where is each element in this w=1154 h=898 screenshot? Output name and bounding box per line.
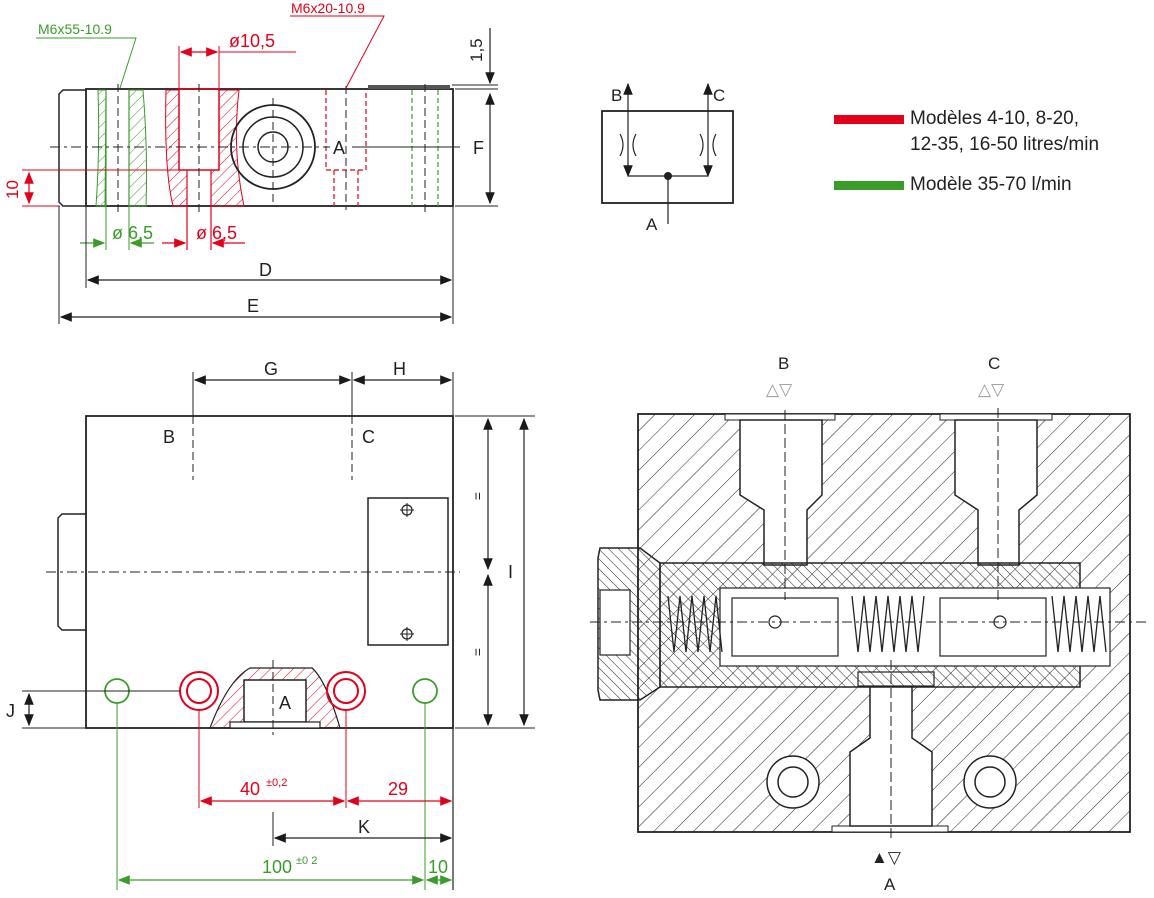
section-port-a: A bbox=[884, 875, 896, 894]
dim-100-label: 100 bbox=[262, 857, 292, 877]
dim-40-label: 40 bbox=[240, 779, 260, 799]
diameter-green-label: ø 6,5 bbox=[112, 223, 153, 243]
flow-arrows-a-icon: ▲▽ bbox=[871, 848, 902, 867]
symbol-port-a: A bbox=[646, 215, 658, 234]
dim-d-label: D bbox=[259, 260, 272, 280]
section-view: B C A △▽ △▽ ▲▽ bbox=[590, 354, 1150, 894]
front-view: G H B C A I J = = 40 ±0,2 29 K 100 ±0 2 … bbox=[6, 359, 535, 890]
dim-i-label: I bbox=[508, 562, 513, 582]
dim-e-label: E bbox=[247, 296, 259, 316]
dim-g-label: G bbox=[264, 359, 278, 379]
front-port-a: A bbox=[279, 693, 291, 713]
legend-swatch-green bbox=[834, 181, 904, 190]
flow-arrows-b-icon: △▽ bbox=[766, 380, 793, 399]
hydraulic-symbol: B C A bbox=[601, 82, 734, 234]
legend-swatch-red bbox=[834, 115, 904, 124]
screw-label-green: M6x55-10.9 bbox=[38, 21, 112, 37]
front-port-c: C bbox=[362, 427, 375, 447]
tol-40-label: ±0,2 bbox=[266, 777, 287, 789]
legend-item-red: Modèles 4-10, 8-20, 12-35, 16-50 litres/… bbox=[834, 106, 1099, 158]
legend-item-green: Modèle 35-70 l/min bbox=[834, 172, 1099, 198]
dim-f-label: F bbox=[473, 138, 484, 158]
dim-k-label: K bbox=[358, 817, 370, 837]
front-port-b: B bbox=[163, 427, 175, 447]
dim-h-label: H bbox=[393, 359, 406, 379]
bore-diameter-label: ø10,5 bbox=[229, 31, 275, 51]
section-port-b: B bbox=[778, 354, 789, 373]
legend-label: Modèles 4-10, 8-20, bbox=[910, 108, 1079, 129]
symbol-port-c: C bbox=[713, 86, 725, 105]
section-port-c: C bbox=[988, 354, 1000, 373]
tol-100-label: ±0 2 bbox=[296, 855, 317, 867]
equal-mark-upper: = bbox=[470, 492, 486, 500]
dim-1-5-label: 1,5 bbox=[467, 38, 486, 62]
top-view: M6x55-10.9 M6x20-10.9 ø10,5 ø 6,5 ø 6,5 … bbox=[3, 0, 498, 324]
dim-29-label: 29 bbox=[388, 779, 408, 799]
legend-label: Modèle 35-70 l/min bbox=[910, 174, 1072, 195]
legend: Modèles 4-10, 8-20, 12-35, 16-50 litres/… bbox=[834, 106, 1099, 212]
symbol-port-b: B bbox=[611, 86, 622, 105]
dim-10b-label: 10 bbox=[428, 857, 448, 877]
equal-mark-lower: = bbox=[470, 648, 486, 656]
dim-10-label: 10 bbox=[3, 180, 22, 199]
diameter-red-label: ø 6,5 bbox=[196, 223, 237, 243]
screw-label-red: M6x20-10.9 bbox=[291, 0, 365, 16]
port-a-label: A bbox=[333, 138, 345, 158]
flow-arrows-c-icon: △▽ bbox=[978, 380, 1005, 399]
legend-label: 12-35, 16-50 litres/min bbox=[910, 134, 1100, 155]
dim-j-label: J bbox=[6, 701, 15, 721]
